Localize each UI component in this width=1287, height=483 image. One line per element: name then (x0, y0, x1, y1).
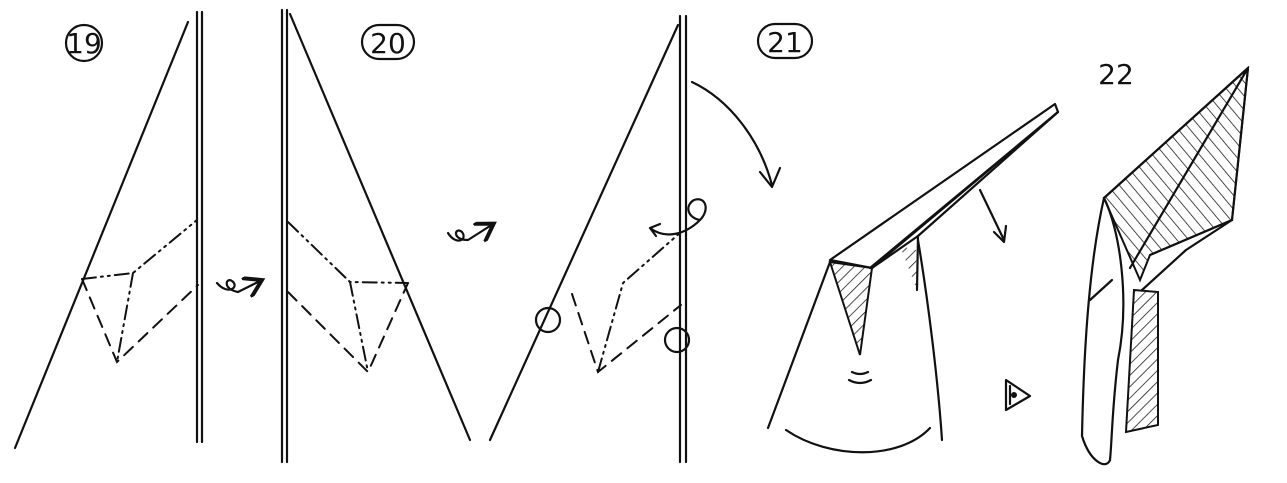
step-21: 21 (488, 14, 814, 464)
step-number-badge: 19 (64, 23, 104, 63)
hatched-strip (1124, 288, 1159, 434)
fold-arrow-icon (978, 188, 1008, 244)
paper-outer-edge (288, 12, 472, 442)
folded-model-perspective (766, 102, 1060, 454)
paper-center-edge (678, 14, 688, 464)
step-number: 19 (66, 27, 102, 60)
turn-over-arrow-icon (446, 226, 490, 241)
paper-outer-edge (488, 23, 680, 442)
reverse-fold-arrow-icon (648, 198, 707, 238)
paper-center-edge (195, 10, 204, 444)
mountain-fold-line (597, 231, 682, 373)
turn-over-arrow-icon (215, 280, 258, 292)
valley-fold-line (287, 282, 409, 374)
step-number: 21 (767, 26, 803, 59)
fold-down-arrow-icon (690, 80, 782, 189)
paper-outer-edge (13, 20, 190, 450)
reference-point-marker (534, 306, 562, 334)
mountain-fold-line (81, 219, 198, 363)
step-19: 19 (13, 10, 258, 450)
valley-fold-line (571, 293, 682, 374)
reference-point-marker (663, 326, 691, 354)
hatched-pocket (828, 260, 874, 356)
mountain-fold-line (287, 221, 409, 373)
eye-view-icon (1004, 378, 1032, 412)
step-number-badge: 21 (756, 22, 814, 60)
valley-fold-line (81, 278, 199, 364)
step-20: 20 (280, 8, 490, 464)
step-22: 22 (1080, 58, 1250, 466)
step-number-badge: 20 (360, 23, 416, 61)
hatched-flap (1102, 65, 1250, 283)
paper-center-edge (280, 8, 289, 464)
step-number: 20 (370, 27, 406, 60)
step-number: 22 (1098, 58, 1134, 91)
